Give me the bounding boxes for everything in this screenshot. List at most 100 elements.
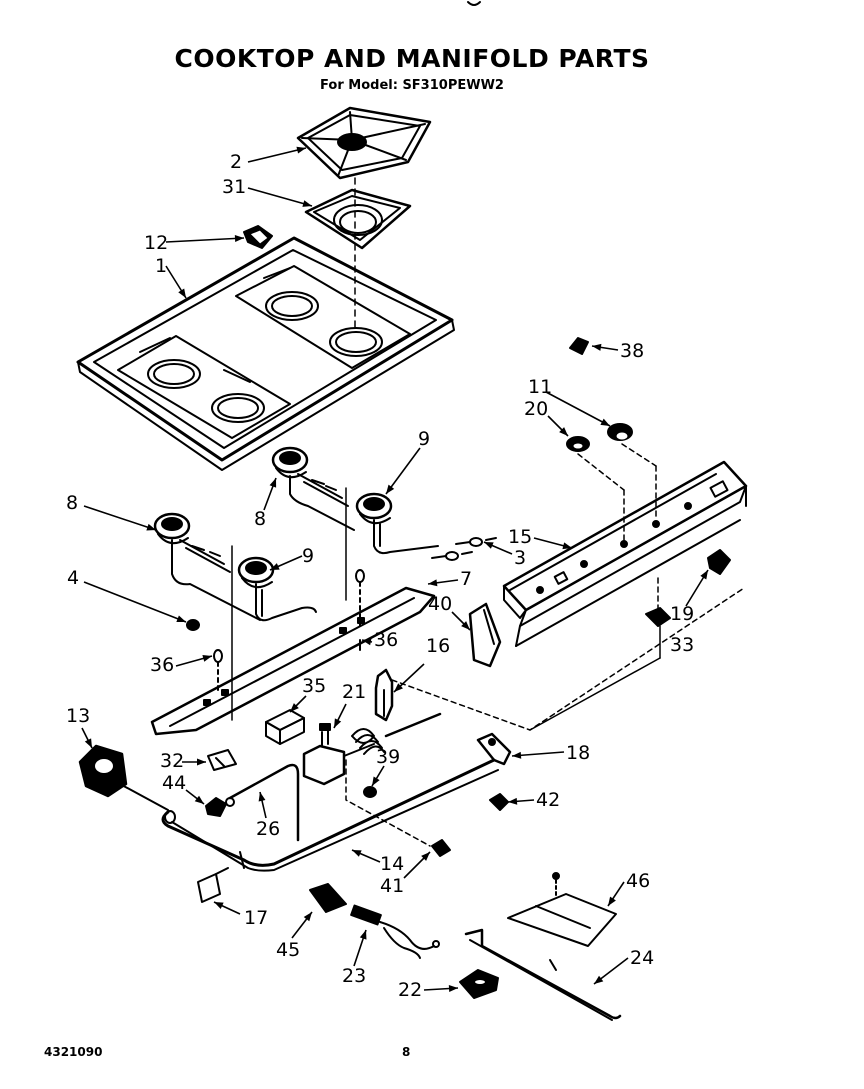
callout-arrowhead [146, 523, 156, 531]
callout-18: 18 [511, 742, 590, 764]
part-31-drip-bowl [304, 188, 412, 250]
callout-13: 13 [66, 705, 93, 749]
callout-arrowhead [359, 930, 367, 940]
callout-arrowhead [334, 718, 342, 728]
part-spring-coil [351, 712, 442, 755]
part-22-igniter-module [459, 969, 499, 999]
knob-alignment-11 [621, 443, 657, 467]
callout-label: 44 [162, 772, 186, 794]
callout-label: 3 [514, 547, 526, 569]
callout-leader-line [165, 237, 245, 243]
callout-label: 21 [342, 681, 366, 703]
callout-1: 1 [155, 255, 187, 299]
callout-32: 32 [160, 750, 206, 772]
callout-arrowhead [512, 751, 522, 759]
part-23-wire-harness [350, 904, 440, 959]
callout-11: 11 [528, 376, 611, 427]
callout-arrowhead [592, 343, 602, 351]
part-32-bracket [207, 749, 237, 771]
callout-label: 38 [620, 340, 644, 362]
callout-arrowhead [448, 985, 458, 993]
callout-label: 19 [670, 603, 694, 625]
callout-label: 20 [524, 398, 548, 420]
part-4-nut [186, 619, 200, 631]
part-20-knob-insert [566, 436, 590, 452]
callout-22: 22 [398, 979, 459, 1001]
part-2-grate [296, 106, 432, 180]
part-16-valve [374, 668, 394, 722]
callout-arrowhead [290, 703, 299, 712]
callout-39: 39 [371, 746, 400, 787]
callout-3: 3 [483, 541, 526, 569]
callout-41: 41 [380, 851, 431, 897]
callout-arrowhead [302, 200, 312, 207]
top-edge-mark [467, 1, 481, 6]
callout-26: 26 [256, 791, 280, 840]
callout-leader-line [545, 391, 611, 427]
callout-17: 17 [213, 901, 268, 929]
callout-24: 24 [593, 947, 654, 985]
callout-label: 40 [428, 593, 452, 615]
callout-arrowhead [562, 542, 572, 550]
callout-arrowhead [421, 852, 430, 861]
callout-arrowhead [178, 288, 186, 298]
part-36-screw-right [355, 569, 365, 651]
part-11-knob [607, 423, 633, 441]
callout-leader-line [385, 447, 421, 495]
callout-label: 15 [508, 526, 532, 548]
callout-arrowhead [84, 738, 92, 748]
part-18-bracket [476, 732, 512, 766]
callout-arrowhead [269, 478, 277, 488]
part-1-cooktop [76, 236, 455, 471]
callout-arrowhead [176, 615, 186, 622]
callout-label: 32 [160, 750, 184, 772]
callout-arrowhead [303, 912, 312, 922]
callout-44: 44 [162, 772, 205, 805]
callout-21: 21 [333, 681, 366, 729]
callout-arrowhead [270, 563, 280, 570]
callout-45: 45 [276, 911, 313, 961]
callout-label: 42 [536, 789, 560, 811]
callout-arrowhead [508, 797, 518, 805]
part-24-igniter-rod [464, 928, 622, 1021]
callout-arrowhead [197, 758, 206, 766]
callout-arrowhead [700, 570, 708, 580]
callout-label: 12 [144, 232, 168, 254]
callout-label: 2 [230, 151, 242, 173]
callout-label: 4 [67, 567, 79, 589]
callout-8: 8 [254, 477, 277, 530]
callout-label: 46 [626, 870, 650, 892]
part-13-valve [78, 744, 169, 811]
callout-9: 9 [269, 545, 314, 571]
part-9-burner-right [355, 492, 439, 555]
callout-label: 13 [66, 705, 90, 727]
callout-label: 11 [528, 376, 552, 398]
callout-40: 40 [428, 593, 471, 631]
callout-36: 36 [150, 654, 213, 676]
callout-label: 24 [630, 947, 654, 969]
part-12-bracket [243, 225, 273, 249]
callout-label: 14 [380, 853, 404, 875]
callout-leader-line [247, 147, 307, 163]
callout-arrowhead [296, 146, 306, 154]
callout-arrowhead [352, 850, 362, 857]
part-17-bracket [197, 867, 229, 903]
callout-label: 35 [302, 675, 326, 697]
callout-arrowhead [594, 975, 604, 984]
part-45-igniter [309, 883, 347, 913]
callout-arrowhead [258, 792, 266, 802]
callout-arrowhead [234, 234, 244, 242]
callout-33: 33 [670, 634, 694, 656]
callout-20: 20 [524, 398, 569, 437]
callout-arrowhead [428, 579, 438, 587]
callout-arrowhead [461, 621, 470, 630]
callout-arrowhead [608, 896, 616, 906]
callout-arrowhead [600, 418, 610, 426]
callout-label: 26 [256, 818, 280, 840]
part-8-burner-right [271, 446, 355, 531]
part-36-screw-left [213, 649, 223, 691]
callout-8: 8 [66, 492, 157, 531]
callout-label: 16 [426, 635, 450, 657]
